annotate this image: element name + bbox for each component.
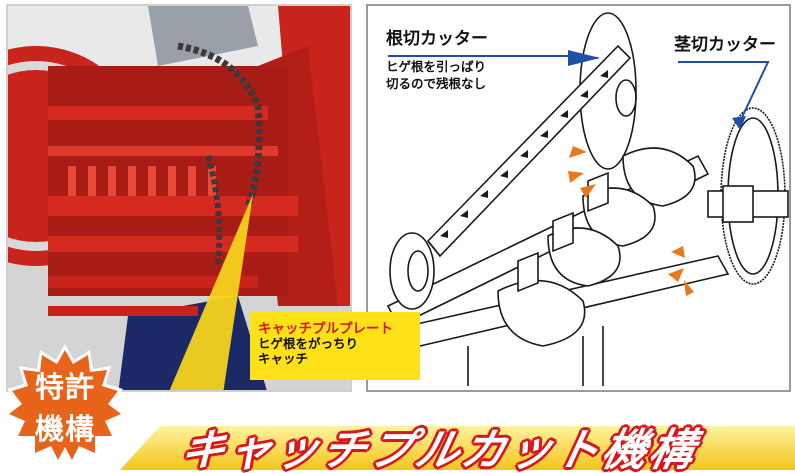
callout-desc-line1: ヒゲ根をがっちり [258, 336, 359, 351]
root-cutter-title: 根切カッター [386, 29, 488, 49]
badge-line1: 特許 [34, 370, 95, 404]
root-cutter-desc-line2: 切るので残根なし [386, 76, 487, 91]
badge-line2: 機構 [34, 412, 95, 446]
callout-desc-line2: キャッチ [258, 351, 309, 366]
callout-description: ヒゲ根をがっちり キャッチ [258, 336, 358, 366]
cutter-diagram: 根切カッター ヒゲ根を引っぱり 切るので残根なし 茎切カッター [366, 4, 791, 392]
root-cutter-description: ヒゲ根を引っぱり 切るので残根なし [386, 58, 486, 92]
banner-title: キャッチプルカット機構 [175, 425, 703, 473]
machine-photo [6, 4, 352, 392]
patent-badge: 特許 機構 [2, 342, 128, 468]
starburst-icon [4, 344, 126, 466]
feature-banner: キャッチプルカット機構 [120, 412, 795, 473]
callout-title: キャッチプルプレート [258, 321, 393, 337]
stem-cutter-title: 茎切カッター [674, 35, 776, 55]
root-cutter-desc-line1: ヒゲ根を引っぱり [386, 59, 487, 74]
catch-plate-callout: キャッチプルプレート ヒゲ根をがっちり キャッチ [250, 312, 420, 380]
